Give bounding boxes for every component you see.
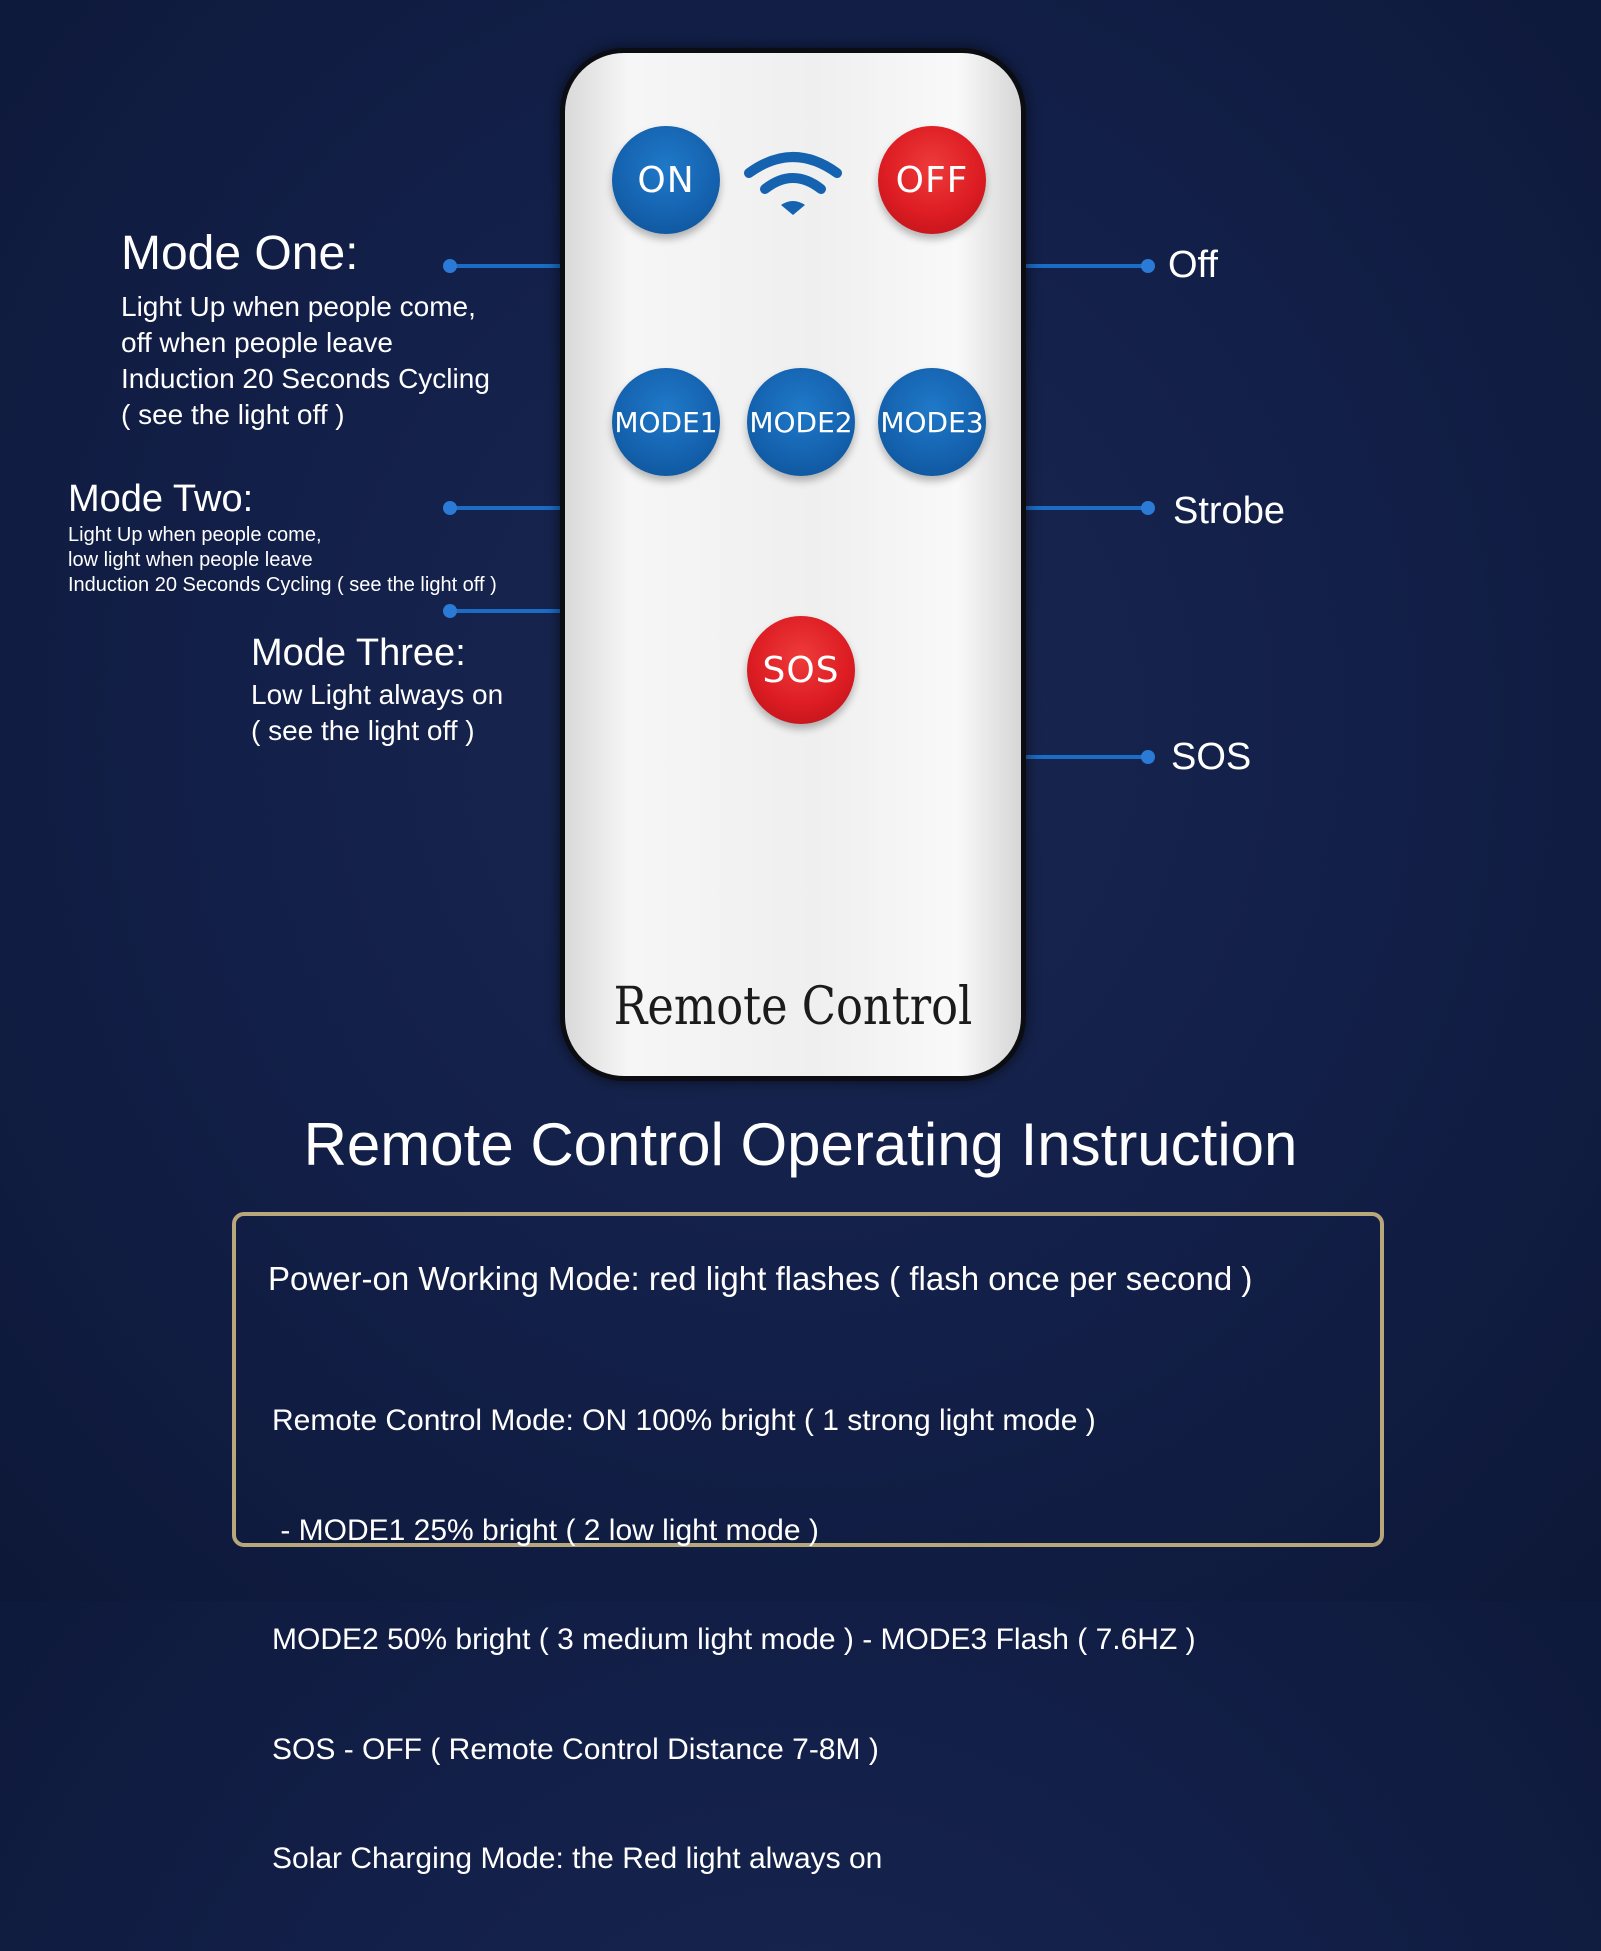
mode-one-line: ( see the light off )	[121, 399, 345, 430]
off-button-label: OFF	[895, 159, 969, 201]
instruction-line: MODE2 50% bright ( 3 medium light mode )…	[272, 1623, 1196, 1656]
instruction-line: SOS - OFF ( Remote Control Distance 7-8M…	[272, 1732, 879, 1766]
mode-one-description: Light Up when people come, off when peop…	[121, 289, 490, 433]
strobe-label: Strobe	[1173, 490, 1285, 532]
instruction-title: Remote Control Operating Instruction	[303, 1111, 1298, 1178]
mode-three-label: Mode Three: Low Light always on ( see th…	[251, 632, 503, 749]
mode-one-line: Induction 20 Seconds Cycling	[121, 363, 490, 394]
instruction-lines: Remote Control Mode: ON 100% bright ( 1 …	[272, 1330, 1196, 1951]
dot-sos	[1141, 750, 1155, 764]
mode3-button[interactable]: MODE3	[878, 368, 986, 476]
sos-label: SOS	[1171, 736, 1252, 778]
off-button[interactable]: OFF	[878, 126, 986, 234]
mode-two-line: low light when people leave	[68, 549, 313, 571]
dot-strobe	[1141, 501, 1155, 515]
on-button-label: ON	[637, 159, 695, 201]
mode-two-description: Light Up when people come, low light whe…	[68, 523, 497, 598]
mode-one-label: Mode One: Light Up when people come, off…	[121, 226, 490, 433]
dot-mode-three	[443, 604, 457, 618]
instruction-line: Solar Charging Mode: the Red light alway…	[272, 1842, 883, 1875]
mode-one-line: Light Up when people come,	[121, 291, 476, 322]
instruction-line: - MODE1 25% bright ( 2 low light mode )	[272, 1513, 819, 1547]
on-button[interactable]: ON	[612, 126, 720, 234]
remote-name: Remote Control	[613, 977, 973, 1037]
mode-two-label: Mode Two: Light Up when people come, low…	[68, 478, 497, 598]
sos-button[interactable]: SOS	[747, 616, 855, 724]
remote-control: ON OFF MODE1 MODE2 MODE3 SOS Remote Cont…	[560, 48, 1026, 1081]
dot-mode-two	[443, 501, 457, 515]
mode-three-description: Low Light always on ( see the light off …	[251, 677, 503, 749]
dot-off	[1141, 259, 1155, 273]
wifi-icon	[743, 151, 843, 226]
mode1-button-label: MODE1	[614, 405, 718, 439]
mode-two-title: Mode Two:	[68, 478, 254, 520]
dot-mode-one	[443, 259, 457, 273]
power-on-mode-text: Power-on Working Mode: red light flashes…	[268, 1260, 1253, 1297]
off-label: Off	[1168, 244, 1218, 286]
mode2-button[interactable]: MODE2	[747, 368, 855, 476]
instruction-line: Remote Control Mode: ON 100% bright ( 1 …	[272, 1404, 1096, 1437]
mode1-button[interactable]: MODE1	[612, 368, 720, 476]
sos-button-label: SOS	[762, 649, 840, 691]
mode-one-line: off when people leave	[121, 327, 393, 358]
mode-two-line: Induction 20 Seconds Cycling ( see the l…	[68, 574, 497, 596]
mode-two-line: Light Up when people come,	[68, 524, 322, 546]
mode3-button-label: MODE3	[880, 405, 984, 439]
instruction-panel: Power-on Working Mode: red light flashes…	[232, 1212, 1384, 1875]
mode-three-line: Low Light always on	[251, 679, 504, 710]
mode-three-line: ( see the light off )	[251, 715, 475, 746]
mode2-button-label: MODE2	[749, 405, 853, 439]
mode-one-title: Mode One:	[121, 227, 359, 280]
mode-three-title: Mode Three:	[251, 632, 466, 674]
